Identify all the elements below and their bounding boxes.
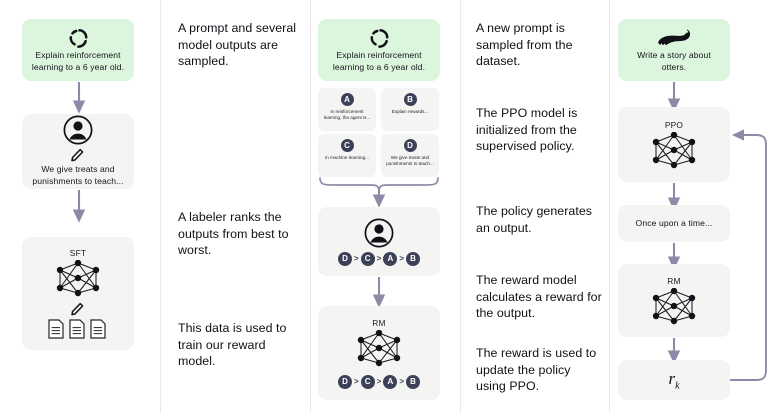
arrow-rm-to-reward [667, 338, 681, 364]
step2-rm-box: RM D > C > A > B [318, 306, 440, 400]
column-divider-1 [160, 0, 161, 413]
refresh-circle-icon [370, 28, 388, 48]
ranking-row-labeler: D > C > A > B [337, 251, 420, 266]
column-divider-2 [310, 0, 311, 413]
step3-caption-5: The reward is used to update the policy … [476, 346, 597, 394]
pencil-icon [71, 302, 84, 315]
column-divider-3 [460, 0, 461, 413]
step3-caption-2: The PPO model is initialized from the su… [476, 106, 578, 154]
rank-chip-2: C [360, 374, 375, 389]
option-text-d: We give treats and punishments to teach.… [386, 155, 434, 167]
step2-prompt-text: Explain reinforcement learning to a 6 ye… [332, 49, 426, 72]
person-circle-icon [63, 115, 93, 145]
step3-caption-1: A new prompt is sampled from the dataset… [476, 21, 573, 69]
rank-chip-1: D [337, 374, 352, 389]
step3-prompt-box: Write a story about otters. [618, 19, 730, 81]
neural-network-icon [356, 329, 401, 367]
ranking-row-rm: D > C > A > B [337, 374, 420, 389]
rank-gt: > [399, 254, 404, 263]
documents-icon [48, 318, 106, 339]
option-card-b[interactable]: B Explain rewards... [381, 88, 439, 131]
rank-gt: > [353, 254, 359, 263]
option-letter-d: D [403, 139, 417, 152]
step3-reward-box: rk [618, 360, 730, 400]
step3-prompt-text: Write a story about otters. [637, 50, 711, 72]
person-circle-icon [364, 218, 394, 247]
rank-chip-2: C [360, 251, 375, 266]
option-card-d[interactable]: D We give treats and punishments to teac… [381, 134, 439, 177]
rank-gt: > [399, 377, 404, 386]
brace-arrow-options-to-ranking [319, 177, 439, 208]
step2-ranking-box: D > C > A > B [318, 207, 440, 276]
neural-network-icon [55, 259, 100, 297]
rank-gt: > [376, 377, 382, 386]
step3-caption-3: The policy generates an output. [476, 204, 593, 235]
rank-chip-3: A [383, 374, 398, 389]
option-text-a: In reinforcement learning, the agent is.… [323, 109, 371, 121]
rank-chip-4: B [406, 374, 420, 389]
step3-output-text: Once upon a time... [635, 217, 713, 228]
rank-gt: > [376, 254, 382, 263]
rank-chip-4: B [406, 251, 420, 266]
column-divider-4 [609, 0, 610, 413]
step1-sft-label: SFT [69, 247, 87, 258]
otter-icon [658, 29, 691, 46]
arrow-labeler-to-sft [72, 190, 86, 223]
option-card-c[interactable]: C In machine learning... [318, 134, 376, 177]
neural-network-icon [651, 131, 696, 169]
step2-caption-2: A labeler ranks the outputs from best to… [178, 210, 289, 258]
step3-ppo-label: PPO [664, 119, 684, 130]
option-text-b: Explain rewards... [391, 109, 429, 114]
step1-prompt-box: Explain reinforcement learning to a 6 ye… [22, 19, 134, 81]
neural-network-icon [651, 287, 696, 325]
step3-caption-4: The reward model calculates a reward for… [476, 273, 602, 321]
arrow-prompt-to-ppo [667, 82, 681, 112]
step2-caption-3: This data is used to train our reward mo… [178, 321, 287, 369]
option-text-c: In machine learning... [325, 155, 369, 160]
option-card-a[interactable]: A In reinforcement learning, the agent i… [318, 88, 376, 131]
step3-rm-label: RM [667, 275, 681, 286]
option-letter-c: C [340, 139, 354, 152]
arrow-ranking-to-rm [372, 277, 386, 308]
step1-sft-box: SFT [22, 237, 134, 350]
step3-rm-box: RM [618, 264, 730, 337]
arrow-prompt-to-labeler [72, 82, 86, 114]
rank-chip-1: D [337, 251, 352, 266]
step2-prompt-box: Explain reinforcement learning to a 6 ye… [318, 19, 440, 81]
reward-symbol-subscript: k [675, 380, 680, 392]
arrow-ppo-to-output [667, 183, 681, 211]
reward-symbol: rk [668, 369, 679, 391]
rank-gt: > [353, 377, 359, 386]
arrow-reward-feedback-loop [730, 129, 767, 381]
step1-labeler-text: We give treats and punishments to teach.… [32, 164, 124, 186]
option-letter-a: A [340, 93, 354, 106]
step1-prompt-text: Explain reinforcement learning to a 6 ye… [31, 49, 125, 72]
step3-ppo-box: PPO [618, 107, 730, 182]
refresh-circle-icon [69, 28, 87, 48]
pencil-icon [71, 149, 84, 162]
step2-caption-1: A prompt and several model outputs are s… [178, 21, 297, 69]
rank-chip-3: A [383, 251, 398, 266]
reward-symbol-r: r [668, 368, 676, 388]
step2-rm-label: RM [372, 317, 386, 328]
step1-labeler-box: We give treats and punishments to teach.… [22, 114, 134, 189]
arrow-output-to-rm [667, 243, 681, 270]
option-letter-b: B [403, 93, 417, 106]
step3-output-box: Once upon a time... [618, 205, 730, 242]
